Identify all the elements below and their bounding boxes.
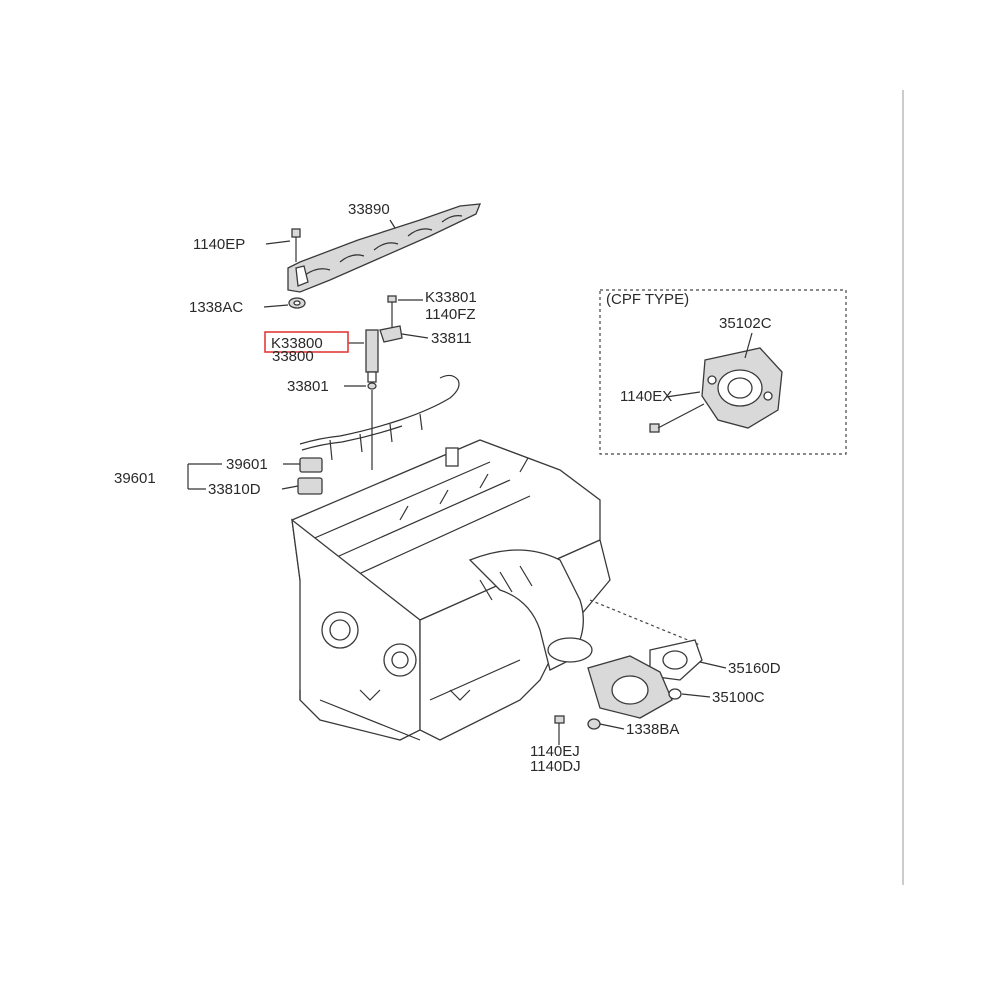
injector-clamp-33811 [379,325,403,343]
washer-33801 [367,382,377,470]
label-35160D: 35160D [728,660,781,677]
cpf-inset-box [599,289,847,455]
highlight-box-K33800 [264,331,349,353]
label-cpf-type: (CPF TYPE) [606,291,689,308]
label-33811: 33811 [431,330,472,347]
label-1140DJ: 1140DJ [530,758,581,775]
injector-33800 [365,329,379,383]
label-K33801: K33801 [425,289,477,306]
label-K33800: K33800 [271,335,323,352]
washer-1338BA [587,718,601,730]
injector-bolt-1140FZ [387,295,397,328]
engine-block [291,439,701,741]
cpf-bolt-1140EX [649,403,705,433]
label-1338AC: 1338AC [189,299,243,316]
label-1140EX: 1140EX [620,388,672,405]
label-1140EP: 1140EP [193,236,245,253]
label-39601: 39601 [226,456,268,473]
label-33800: 33800 [272,348,314,365]
bolt-1140EJ [554,715,565,740]
heat-shield-part [287,203,482,293]
cpf-throttle-body-35102C [701,347,783,429]
throttle-body-35100C [587,655,682,719]
label-33890: 33890 [348,201,390,218]
label-33810D: 33810D [208,481,261,498]
washer-1338AC [288,297,306,309]
thermostat-leader [589,599,701,646]
label-1140FZ: 1140FZ [425,306,476,323]
label-1338BA: 1338BA [626,721,679,738]
bolt-1140EP [291,228,301,262]
label-39601-group: 39601 [114,470,156,487]
label-35102C: 35102C [719,315,772,332]
wiring-harness-39601 [297,374,460,495]
label-1140EJ: 1140EJ [530,743,580,760]
label-35100C: 35100C [712,689,765,706]
leader-lines [187,219,753,745]
label-33801: 33801 [287,378,329,395]
